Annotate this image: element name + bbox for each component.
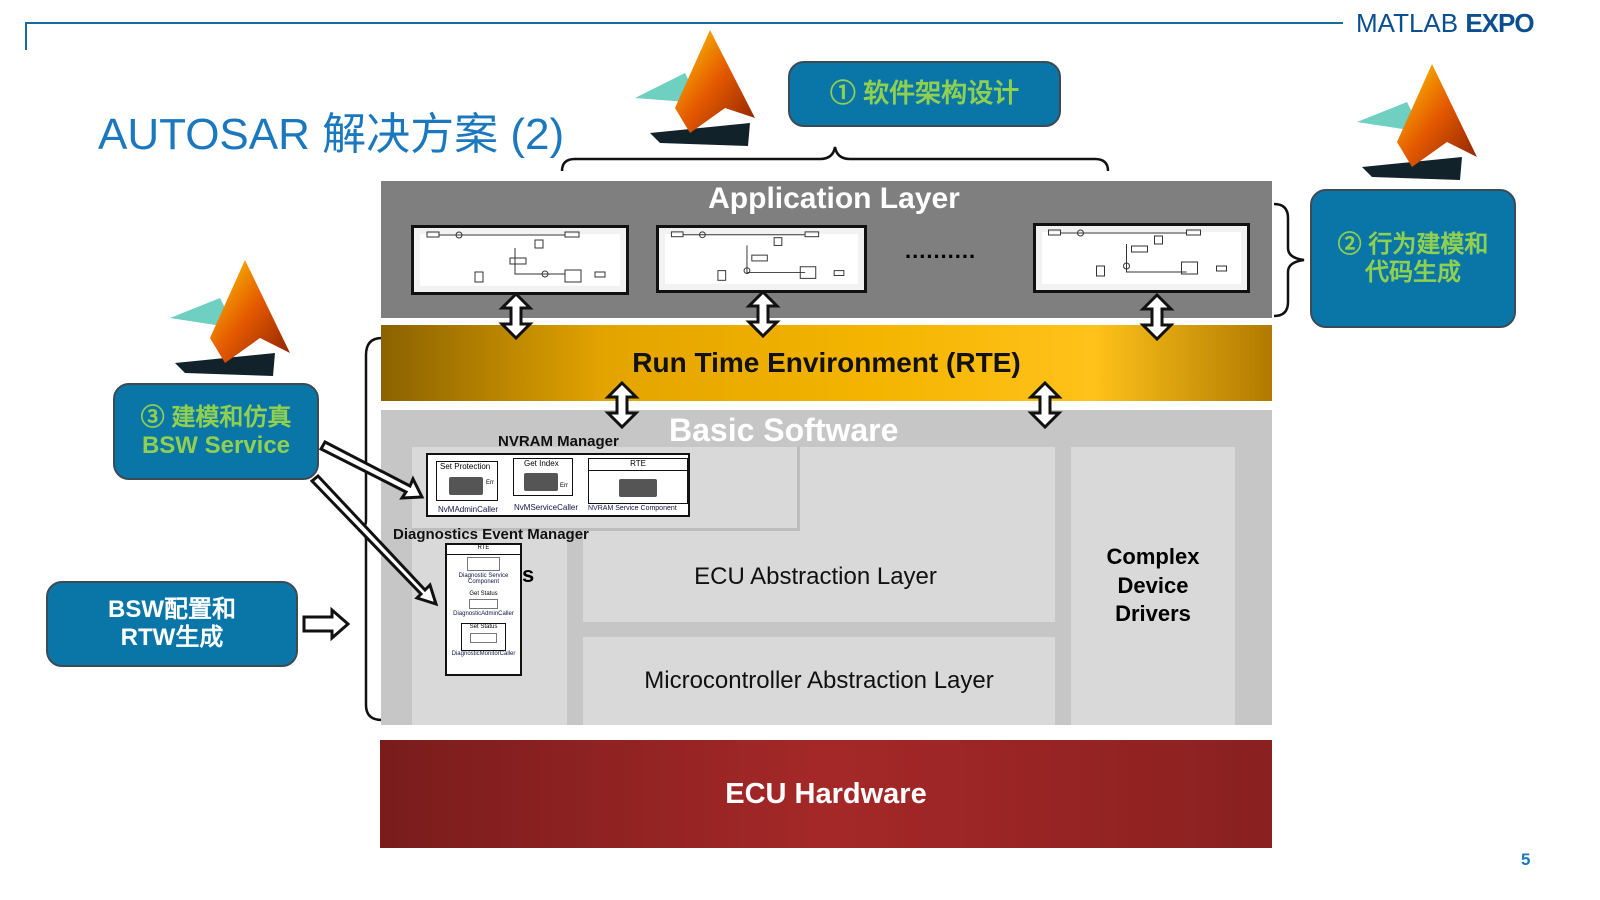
matlab-membrane-icon [635, 30, 755, 146]
application-layer-title: Application Layer [708, 182, 960, 215]
block-title: Get Index [524, 459, 559, 468]
header-rule-tick [25, 22, 27, 50]
bracket-left [358, 336, 383, 722]
callout-text: BSW Service [141, 431, 291, 459]
mcal-title: Microcontroller Abstraction Layer [644, 667, 994, 694]
simulink-model-thumbnail[interactable] [656, 225, 867, 293]
block-caption: NvMAdminCaller [438, 505, 499, 514]
block-caption: DiagnosticAdminCaller [453, 611, 514, 617]
scope-icon [467, 557, 500, 571]
basic-software-title: Basic Software [669, 412, 899, 448]
page-title: AUTOSAR 解决方案 (2) [98, 110, 565, 159]
chip-icon [619, 479, 657, 497]
block-caption: Diagnostic Service Component [458, 573, 509, 585]
block-title: Set Protection [440, 462, 491, 471]
model-diagram-icon [670, 231, 845, 281]
dem-model[interactable]: RTE Diagnostic Service Component Get Sta… [445, 543, 522, 676]
block-title: RTE [447, 545, 520, 555]
services-label-fragment: s [522, 562, 535, 587]
callout-text: RTW生成 [120, 624, 224, 651]
simulink-model-thumbnail[interactable] [411, 225, 629, 295]
block-port: Err [486, 480, 494, 486]
model-diagram-icon [426, 231, 606, 283]
logo-bold-text: EXPO [1465, 8, 1534, 38]
block-caption: DiagnosticMonitorCaller [451, 651, 516, 657]
cdd-title: Device [1117, 572, 1189, 598]
model-diagram-icon [1048, 229, 1227, 277]
arrow-right-icon [302, 606, 351, 642]
callout-text: ① 软件架构设计 [829, 78, 1020, 109]
cdd-title: Drivers [1115, 601, 1191, 627]
block-title: Get Status [469, 591, 498, 597]
rte-layer: Run Time Environment (RTE) [381, 325, 1272, 401]
chip-icon [449, 477, 483, 495]
ecu-hardware-layer: ECU Hardware [380, 740, 1272, 848]
ecu-abstraction-title: ECU Abstraction Layer [694, 563, 937, 590]
page-number: 5 [1521, 850, 1531, 869]
brace-right [1273, 202, 1305, 318]
block-caption: NVRAM Service Component [588, 505, 677, 512]
block-title: Set Status [469, 624, 498, 630]
cdd-title: Complex [1106, 544, 1200, 570]
dem-block: Set Status [461, 623, 506, 651]
simulink-model-thumbnail[interactable] [1033, 223, 1250, 293]
block-title: RTE [589, 459, 687, 471]
hardware-title: ECU Hardware [725, 777, 927, 810]
matlab-expo-logo: MATLAB EXPO [1356, 8, 1535, 39]
ecu-abstraction-layer [583, 531, 1055, 622]
mcal-layer: Microcontroller Abstraction Layer [583, 637, 1055, 725]
chip-icon [524, 473, 558, 491]
callout-text: ③ 建模和仿真 [140, 403, 292, 431]
scope-icon [469, 599, 498, 609]
nvram-manager-label: NVRAM Manager [498, 433, 619, 450]
rte-title: Run Time Environment (RTE) [632, 347, 1021, 378]
more-models-ellipsis: .......... [905, 238, 977, 263]
callout-text: ② 行为建模和 [1337, 230, 1489, 258]
matlab-membrane-icon [170, 260, 290, 376]
nvram-block: RTE [588, 458, 688, 504]
scope-icon [470, 633, 497, 643]
brace-top [560, 146, 1110, 172]
callout-text: BSW配置和 [108, 596, 236, 624]
logo-text: MATLAB [1356, 8, 1459, 38]
callout-behavior-modeling: ② 行为建模和代码生成 [1310, 189, 1516, 328]
matlab-membrane-icon [1357, 64, 1477, 180]
callout-software-architecture: ① 软件架构设计 [788, 61, 1061, 127]
callout-text: 代码生成 [1365, 258, 1461, 286]
block-port: Err [560, 483, 568, 489]
header-rule [25, 22, 1343, 24]
block-caption: NvMServiceCaller [514, 503, 579, 512]
dem-label: Diagnostics Event Manager [393, 526, 589, 543]
